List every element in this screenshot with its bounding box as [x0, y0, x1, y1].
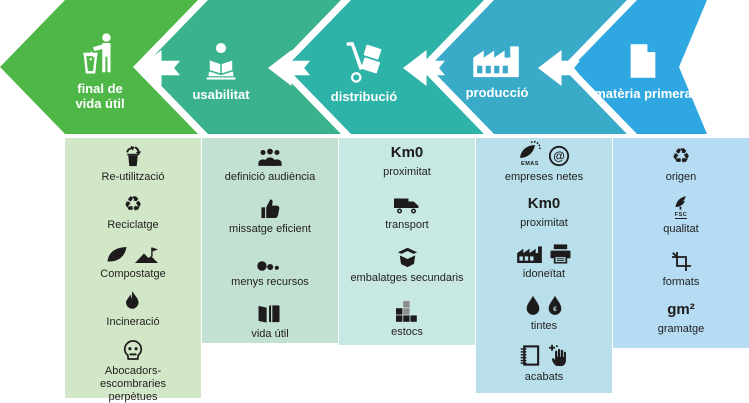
item-label: qualitat — [663, 223, 699, 236]
fsc-caption: FSC — [674, 212, 688, 220]
skull-icon — [122, 339, 144, 361]
list-item: idoneïtat — [516, 242, 572, 281]
gm2-text: gm² — [667, 301, 695, 319]
list-item: Re-utilització — [101, 145, 165, 184]
panel-distribucio: Km0 proximitat transport — [339, 138, 475, 345]
item-label: vida útil — [251, 328, 289, 341]
list-item: Compostatge — [100, 242, 166, 281]
list-item: ♻ origen — [666, 145, 697, 184]
emas-icon — [517, 140, 542, 160]
crop-icon — [671, 250, 692, 272]
reuse-bin-icon — [122, 145, 144, 167]
truck-icon — [393, 193, 421, 215]
mound-flag-icon — [134, 244, 160, 264]
item-label: acabats — [524, 371, 564, 384]
list-item: Km0 proximitat — [383, 144, 431, 179]
recycle-icon: ♻ — [123, 192, 143, 217]
item-label: menys recursos — [231, 275, 309, 288]
notebook-icon — [518, 344, 541, 367]
item-label: Reciclatge — [107, 219, 159, 232]
list-item: definició audiència — [224, 145, 316, 184]
audience-icon — [257, 145, 283, 167]
list-item: missatge eficient — [229, 197, 311, 236]
list-item: estocs — [391, 300, 423, 339]
stage-title: final de vida útil — [75, 80, 125, 111]
stage-title: matèria primera — [594, 86, 692, 102]
stacked-blocks-icon — [396, 300, 418, 322]
svg-text:€: € — [553, 305, 557, 312]
item-label: embalatges secundaris — [350, 272, 464, 285]
factory-small-icon — [516, 245, 543, 264]
item-label: Abocadors- escombraries perpètues — [99, 364, 167, 403]
ink-drop-icon — [525, 295, 541, 316]
panel-final-de-vida-util: Re-utilització ♻ Compostatge Reciclatge — [65, 138, 201, 403]
flame-icon — [123, 290, 142, 312]
open-box-icon — [396, 246, 419, 268]
km0-text: Km0 — [527, 195, 561, 213]
item-label: definició audiència — [224, 171, 316, 183]
item-label: proximitat — [383, 165, 431, 178]
shrinking-dots-icon — [257, 250, 283, 272]
list-item: ♻ Compostatge Reciclatge — [107, 193, 158, 232]
list-item: FSC qualitat — [663, 194, 699, 236]
list-item: Km0 proximitat — [520, 196, 568, 230]
panel-produccio: EMAS @ empreses netes Km0 proximitat — [476, 138, 612, 393]
hand-sparkle-icon — [547, 344, 570, 367]
panel-usabilitat: definició audiència missatge eficient me… — [202, 138, 338, 343]
item-label: idoneïtat — [522, 268, 566, 281]
stage-title: distribució — [330, 89, 398, 105]
item-label: Incineració — [106, 316, 160, 329]
panel-materia-primera: ♻ origen FSC qualitat — [613, 138, 749, 348]
item-label: Re-utilització — [101, 171, 165, 183]
reading-person-icon — [199, 41, 243, 81]
leaf-icon — [106, 244, 128, 264]
emas-caption: EMAS — [521, 161, 539, 167]
item-label: tintes — [530, 319, 558, 332]
at-circle-icon: @ — [548, 145, 570, 167]
list-item: EMAS @ empreses netes — [504, 140, 584, 184]
list-item: Incineració — [106, 290, 160, 329]
list-item: formats — [662, 250, 700, 289]
item-label: gramatge — [657, 322, 705, 335]
list-item: acabats — [518, 344, 570, 384]
eco-ink-drop-icon: € — [547, 295, 563, 316]
person-recycling-icon — [79, 32, 121, 75]
item-label: missatge eficient — [229, 223, 311, 236]
item-label: formats — [662, 275, 700, 288]
list-item: Abocadors- escombraries perpètues — [100, 339, 166, 403]
km0-text: Km0 — [390, 144, 424, 161]
printer-icon — [549, 243, 572, 264]
list-item: transport — [385, 193, 429, 232]
fsc-icon — [671, 194, 691, 211]
item-label: Compostatge — [100, 267, 166, 280]
list-item: vida útil — [251, 302, 289, 341]
stage-chevron-materia-primera: matèria primera — [572, 0, 707, 134]
list-item: embalatges secundaris — [350, 246, 464, 285]
item-label: empreses netes — [504, 171, 584, 183]
list-item: gm² gramatge — [658, 302, 704, 336]
item-label: origen — [665, 171, 697, 183]
books-icon — [257, 302, 282, 324]
svg-text:@: @ — [554, 149, 566, 163]
list-item: menys recursos — [231, 250, 309, 289]
factory-icon — [471, 43, 523, 79]
list-item: € tintes — [525, 294, 563, 333]
item-label: proximitat — [520, 216, 568, 229]
item-label: estocs — [391, 325, 423, 338]
paper-sheet-icon — [628, 42, 658, 80]
handtruck-icon — [343, 39, 385, 83]
thumb-up-icon — [260, 197, 281, 219]
item-label: transport — [385, 218, 429, 231]
stage-title: usabilitat — [192, 87, 250, 103]
recycle-icon: ♻ — [671, 144, 691, 168]
stage-title: producció — [465, 85, 529, 101]
